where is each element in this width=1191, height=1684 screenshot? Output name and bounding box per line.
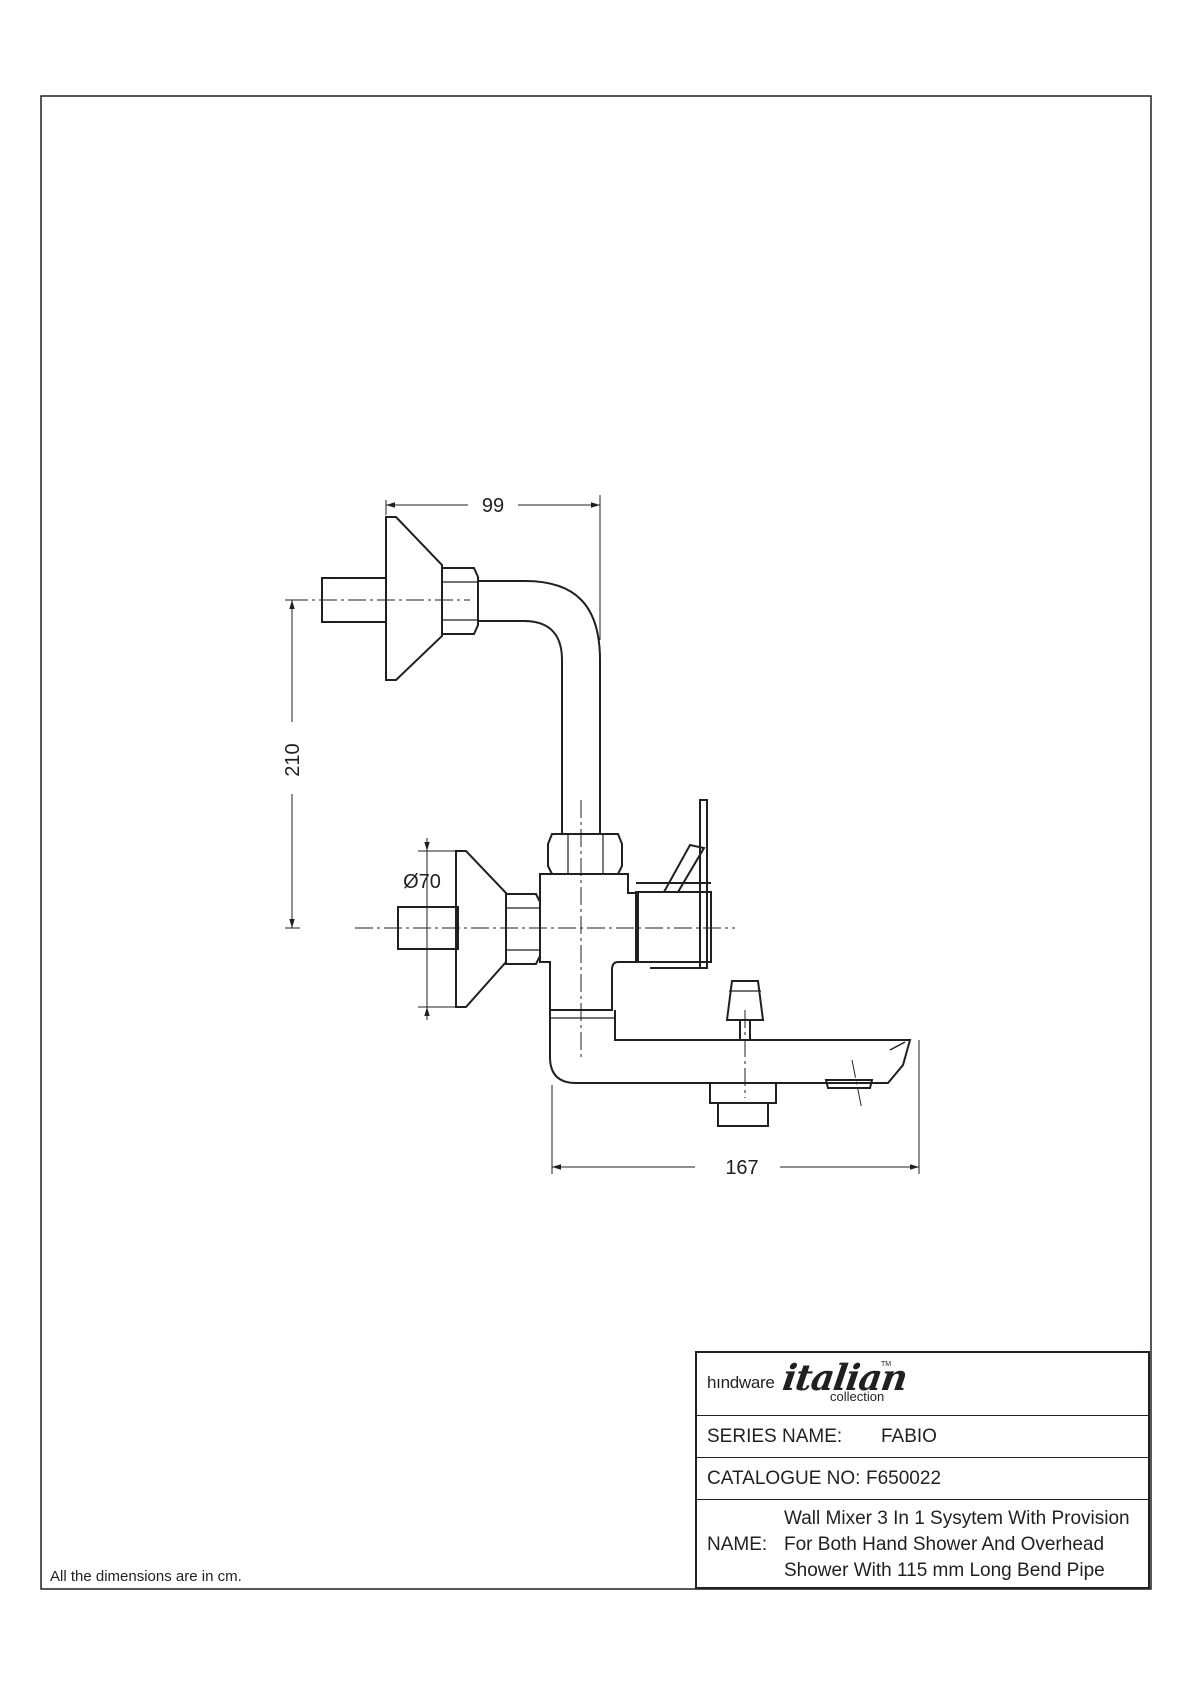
hand-shower-outlet-neck (709, 1082, 777, 1104)
title-block: hındware italian collection TM SERIES NA… (695, 1351, 1150, 1589)
series-row: SERIES NAME: FABIO (697, 1416, 1148, 1458)
fabio-wall-mixer-drawing (285, 495, 920, 1174)
dimension-height: 210 (282, 743, 304, 776)
aerator (824, 1079, 874, 1089)
upper-hex-nut (441, 567, 479, 635)
diverter-knob (725, 980, 765, 1021)
brand-logo-text: hındware (707, 1373, 775, 1392)
dimension-width-bottom: 167 (725, 1157, 758, 1179)
catalogue-no-label: CATALOGUE NO: (707, 1468, 861, 1489)
collection-logo-text: collection (830, 1389, 885, 1404)
product-name-value: Wall Mixer 3 In 1 Sysytem With Provision… (784, 1506, 1130, 1584)
hand-shower-outlet (717, 1102, 769, 1127)
catalogue-row: CATALOGUE NO: F650022 (697, 1458, 1148, 1500)
mixer-body (539, 873, 639, 1011)
product-name-line-3: Shower With 115 mm Long Bend Pipe (784, 1560, 1105, 1581)
lower-wall-flange (455, 850, 507, 1008)
series-name-value: FABIO (881, 1426, 937, 1447)
dimension-diameter: Ø70 (403, 871, 441, 893)
page-border (40, 95, 1152, 1590)
top-hex-nut (547, 833, 623, 875)
logo-row: hındware italian collection TM (697, 1353, 1148, 1416)
series-name-label: SERIES NAME: (707, 1426, 843, 1447)
center-lines (290, 599, 863, 1111)
name-row: NAME: Wall Mixer 3 In 1 Sysytem With Pro… (697, 1500, 1148, 1589)
product-name-line-2: For Both Hand Shower And Overhead (784, 1534, 1105, 1555)
upper-wall-flange (385, 516, 443, 681)
bend-pipe (478, 580, 601, 834)
dimension-lines (285, 495, 920, 1174)
lower-hex-nut (505, 893, 541, 965)
lever-handle-block (635, 891, 712, 963)
dimension-width-top: 99 (482, 495, 504, 517)
lever-arm (663, 843, 706, 893)
catalogue-no-value: F650022 (866, 1468, 942, 1489)
dimensions-note: All the dimensions are in cm. (50, 1568, 242, 1585)
product-name-label: NAME: (707, 1534, 768, 1555)
product-name-line-1: Wall Mixer 3 In 1 Sysytem With Provision (784, 1508, 1130, 1529)
trademark-mark: TM (881, 1361, 892, 1368)
bath-spout (549, 1010, 912, 1084)
spout-tip (889, 1041, 906, 1051)
